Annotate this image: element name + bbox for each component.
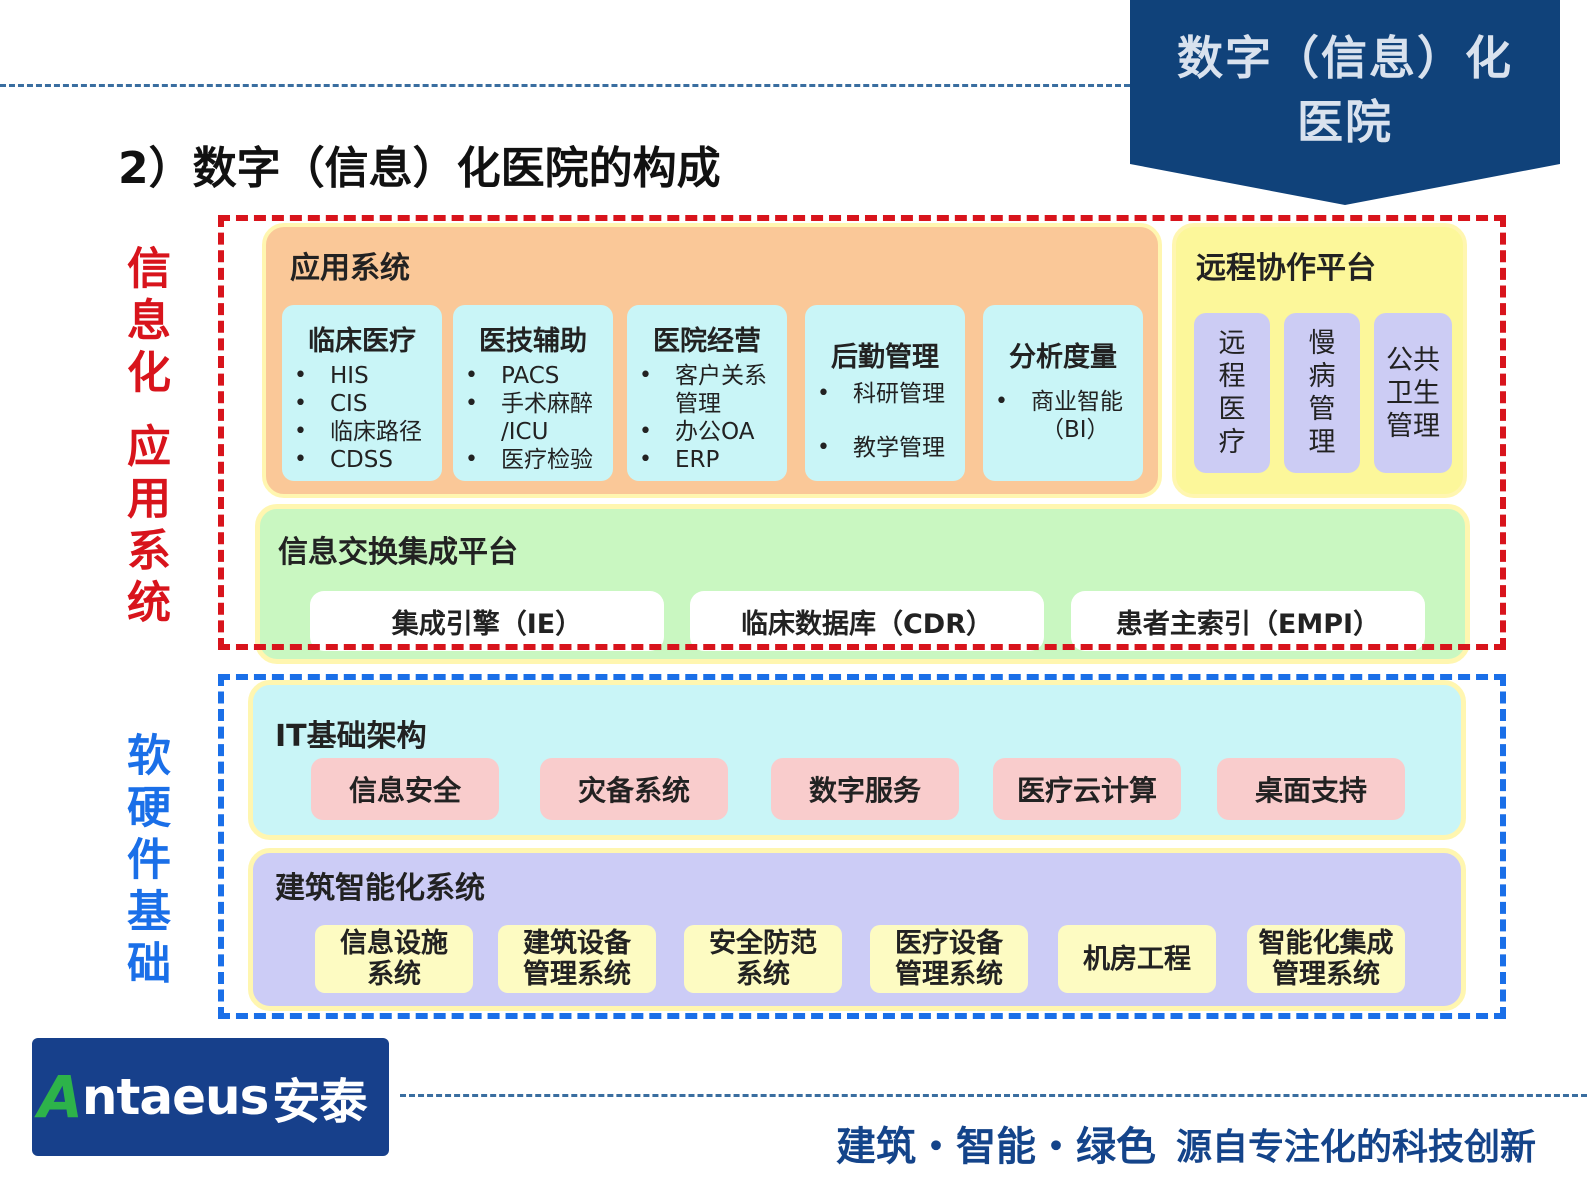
banner-line-1: 数字（信息）化 bbox=[1177, 31, 1513, 85]
building-item-security: 安全防范系统 bbox=[684, 925, 842, 993]
card-title: 医院经营 bbox=[653, 326, 761, 357]
logo-mark: A bbox=[38, 1063, 83, 1131]
list-item: 客户关系 bbox=[633, 362, 781, 390]
building-intelligence-title: 建筑智能化系统 bbox=[275, 871, 485, 906]
list-item: 科研管理 bbox=[811, 380, 959, 408]
page-title: 2）数字（信息）化医院的构成 bbox=[118, 143, 721, 194]
hospital-banner: 数字（信息）化 医院 bbox=[1130, 0, 1560, 205]
exchange-item-cdr: 临床数据库（CDR） bbox=[690, 591, 1044, 651]
list-item: PACS bbox=[459, 362, 607, 390]
remote-collaboration-title: 远程协作平台 bbox=[1196, 251, 1376, 286]
header-dashed-line bbox=[0, 84, 1130, 87]
card-title: 临床医疗 bbox=[308, 326, 416, 357]
remote-item-public-health: 公共卫生管理 bbox=[1374, 313, 1452, 473]
it-item-disaster-recovery: 灾备系统 bbox=[540, 758, 728, 820]
list-item: /ICU bbox=[501, 419, 549, 445]
remote-item-chronic-disease: 慢病管理 bbox=[1284, 313, 1360, 473]
banner-line-2: 医院 bbox=[1297, 95, 1393, 149]
application-system-panel: 应用系统 临床医疗 HIS CIS 临床路径 CDSS 医技辅助 PACS 手术… bbox=[262, 223, 1162, 498]
logo-chinese: 安泰 bbox=[272, 1074, 367, 1130]
list-item: 临床路径 bbox=[288, 418, 436, 446]
list-item: 商业智能 bbox=[989, 388, 1137, 416]
info-exchange-title: 信息交换集成平台 bbox=[278, 535, 518, 570]
it-infrastructure-panel: IT基础架构 信息安全 灾备系统 数字服务 医疗云计算 桌面支持 bbox=[248, 680, 1466, 840]
exchange-item-ie: 集成引擎（IE） bbox=[310, 591, 664, 651]
it-item-info-security: 信息安全 bbox=[311, 758, 499, 820]
list-item: HIS bbox=[288, 362, 436, 390]
side-label-infrastructure: 软硬件基础 bbox=[119, 732, 170, 992]
infrastructure-dashed-frame bbox=[218, 674, 1506, 1019]
list-item: ERP bbox=[633, 446, 781, 474]
building-item-equipment-mgmt: 建筑设备管理系统 bbox=[498, 925, 656, 993]
building-intelligence-panel: 建筑智能化系统 信息设施系统 建筑设备管理系统 安全防范系统 医疗设备管理系统 … bbox=[248, 848, 1466, 1011]
list-item: 教学管理 bbox=[811, 434, 959, 462]
list-item: 手术麻醉 bbox=[459, 390, 607, 418]
list-item: CDSS bbox=[288, 446, 436, 474]
info-exchange-platform-panel: 信息交换集成平台 集成引擎（IE） 临床数据库（CDR） 患者主索引（EMPI） bbox=[255, 504, 1470, 664]
side-label-red-bottom: 应用系统 bbox=[119, 423, 170, 631]
card-logistics: 后勤管理 科研管理 教学管理 bbox=[805, 305, 965, 481]
list-item: 医疗检验 bbox=[459, 446, 607, 474]
building-item-integrated-mgmt: 智能化集成管理系统 bbox=[1247, 925, 1405, 993]
slogan-right: 源自专注化的科技创新 bbox=[1176, 1127, 1537, 1168]
list-item: （BI） bbox=[1041, 417, 1110, 443]
building-item-machine-room: 机房工程 bbox=[1058, 925, 1216, 993]
card-hospital-operation: 医院经营 客户关系 管理 办公OA ERP bbox=[627, 305, 787, 481]
exchange-item-empi: 患者主索引（EMPI） bbox=[1071, 591, 1425, 651]
card-analytics: 分析度量 商业智能 （BI） bbox=[983, 305, 1143, 481]
building-item-medical-equipment: 医疗设备管理系统 bbox=[870, 925, 1028, 993]
side-label-red-top: 信息化 bbox=[119, 245, 170, 401]
card-title: 分析度量 bbox=[1009, 342, 1117, 373]
card-title: 医技辅助 bbox=[479, 326, 587, 357]
building-item-info-facilities: 信息设施系统 bbox=[315, 925, 473, 993]
remote-item-telemedicine: 远程医疗 bbox=[1194, 313, 1270, 473]
app-systems-dashed-frame bbox=[218, 215, 1506, 650]
card-title: 后勤管理 bbox=[831, 342, 939, 373]
it-infrastructure-title: IT基础架构 bbox=[275, 719, 427, 754]
it-item-desktop-support: 桌面支持 bbox=[1217, 758, 1405, 820]
card-medical-tech: 医技辅助 PACS 手术麻醉 /ICU 医疗检验 bbox=[453, 305, 613, 481]
remote-collaboration-panel: 远程协作平台 远程医疗 慢病管理 公共卫生管理 bbox=[1172, 223, 1467, 498]
logo-text: ntaeus bbox=[81, 1068, 270, 1126]
side-label-app-systems: 信息化应用系统 bbox=[119, 245, 170, 631]
card-clinical-care: 临床医疗 HIS CIS 临床路径 CDSS bbox=[282, 305, 442, 481]
footer-dashed-line bbox=[400, 1094, 1587, 1097]
it-item-digital-services: 数字服务 bbox=[771, 758, 959, 820]
application-system-title: 应用系统 bbox=[290, 251, 410, 286]
it-item-medical-cloud: 医疗云计算 bbox=[993, 758, 1181, 820]
list-item: CIS bbox=[288, 390, 436, 418]
list-item: 办公OA bbox=[633, 418, 781, 446]
slogan-left: 建筑・智能・绿色 bbox=[836, 1124, 1156, 1170]
list-item: 管理 bbox=[675, 391, 721, 417]
